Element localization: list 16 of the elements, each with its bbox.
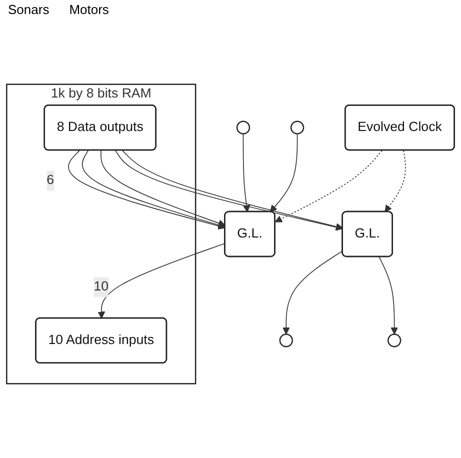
edge-label: 10: [94, 280, 109, 294]
arrow: [282, 250, 344, 335]
edge-label: 6: [46, 173, 54, 188]
arrow: [378, 256, 398, 335]
arrow: [384, 150, 406, 212]
arrow: [100, 150, 226, 227]
arrow: [242, 133, 250, 212]
node-circle: [387, 334, 402, 348]
arrow: [270, 133, 298, 212]
part-label: Sonars: [8, 2, 50, 17]
part-label: Motors: [69, 2, 109, 17]
node-circle: [279, 334, 293, 348]
arrow: [274, 150, 382, 222]
arrow: [98, 242, 226, 319]
node-circle: [290, 120, 304, 134]
node-circle: [236, 120, 250, 134]
